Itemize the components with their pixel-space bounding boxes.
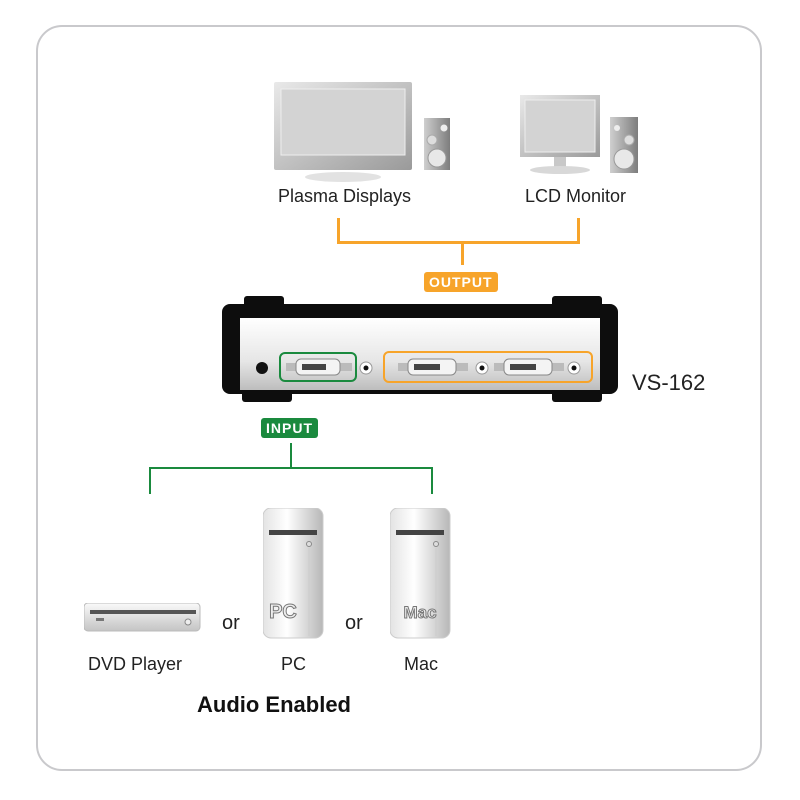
plasma-display-icon	[274, 82, 450, 182]
input-label-pc: PC	[281, 654, 307, 674]
dvd-player-icon	[84, 603, 201, 632]
input-tag: INPUT	[261, 418, 318, 438]
output-connector-bar	[337, 241, 580, 244]
model-label: VS-162	[632, 370, 706, 395]
output-connector-right	[577, 218, 580, 243]
vs162-device	[222, 296, 618, 402]
input-label-mac: Mac	[404, 654, 439, 674]
input-connector-right	[431, 467, 433, 494]
lcd-monitor-icon	[520, 95, 638, 174]
input-connector-left	[149, 467, 151, 494]
pc-badge: PC	[269, 601, 297, 623]
input-connector-bar	[149, 467, 433, 469]
output-connector-left	[337, 218, 340, 243]
input-label-dvd: DVD Player	[88, 654, 183, 674]
output-label-plasma: Plasma Displays	[278, 186, 412, 206]
separator-or-2: or	[345, 612, 363, 634]
separator-or-1: or	[222, 612, 240, 634]
pc-tower-icon: PC	[263, 508, 324, 639]
input-connector-stem	[290, 443, 292, 468]
output-connector-stem	[461, 243, 464, 265]
output-label-lcd: LCD Monitor	[525, 186, 627, 206]
audio-enabled-caption: Audio Enabled	[197, 692, 351, 717]
mac-tower-icon: Mac	[390, 508, 451, 639]
mac-badge: Mac	[403, 603, 436, 622]
output-tag: OUTPUT	[424, 272, 498, 292]
